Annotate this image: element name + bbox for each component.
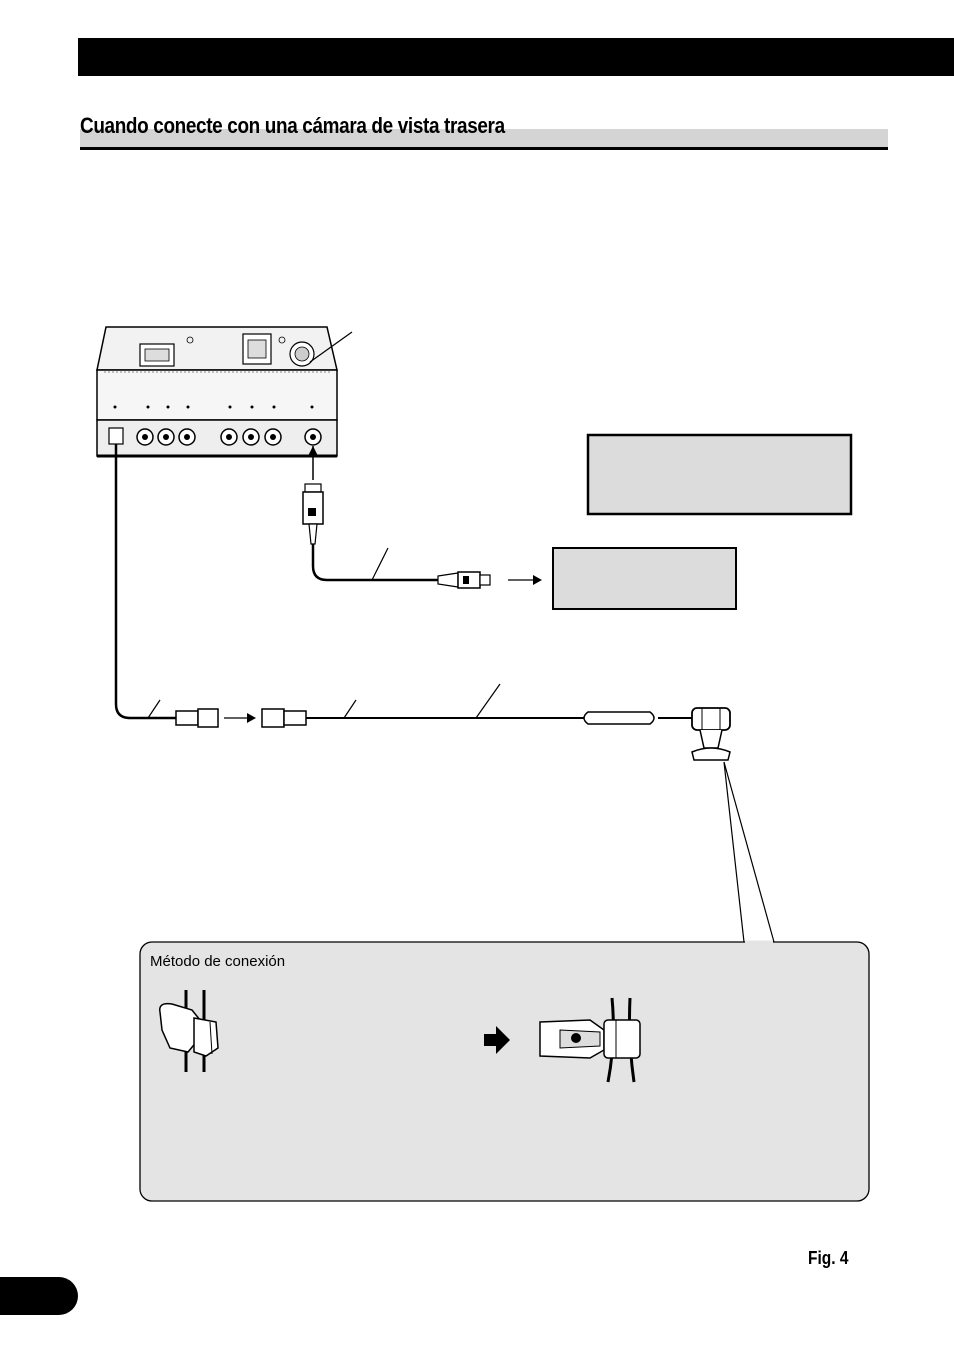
label-box-upper xyxy=(586,433,853,516)
section-title-underline xyxy=(80,129,888,150)
adapter-unit xyxy=(96,326,338,458)
figure-label: Fig. 4 xyxy=(808,1248,849,1268)
callout-box xyxy=(139,941,870,1202)
clip-step-2-illustration xyxy=(539,997,641,1083)
top-black-bar xyxy=(78,38,954,76)
step-arrow xyxy=(484,1026,510,1054)
page-number-tab xyxy=(0,1277,78,1315)
splice-clip xyxy=(691,707,731,761)
section-title: Cuando conecte con una cámara de vista t… xyxy=(80,113,505,138)
callout-title: Método de conexión xyxy=(150,953,286,970)
clip-step-1-illustration xyxy=(159,990,219,1072)
label-box-lower xyxy=(552,547,737,610)
